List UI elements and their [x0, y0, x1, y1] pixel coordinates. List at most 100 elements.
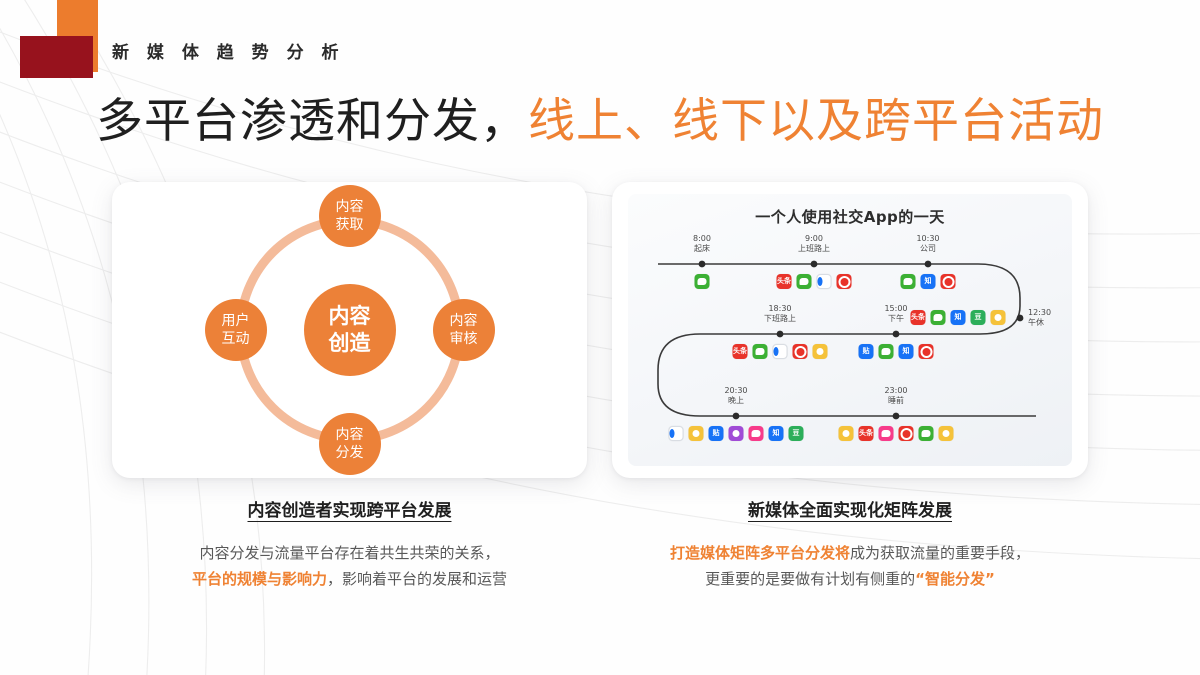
timeline-time-2: 10:30: [916, 234, 940, 243]
timeline-time-5: 18:30: [768, 304, 792, 313]
weibo-icon[interactable]: [990, 310, 1006, 325]
wechat-icon[interactable]: [796, 274, 812, 289]
timeline-activity-5: 下班路上: [764, 314, 796, 323]
douyin-icon[interactable]: [898, 426, 914, 441]
timeline-apps-0: [694, 274, 710, 289]
page-title-black: 多平台渗透和分发，: [96, 94, 528, 149]
zhihu-icon[interactable]: 知: [950, 310, 966, 325]
timeline-apps-3: 头条 知豆: [910, 310, 1006, 325]
bilibili-icon[interactable]: [668, 426, 684, 441]
weibo-icon[interactable]: [812, 344, 828, 359]
toutiao-icon[interactable]: 头条: [910, 310, 926, 325]
timeline-apps-7: 头条: [838, 426, 954, 441]
right-body-line2-plain: 更重要的是要做有计划有侧重的: [705, 570, 916, 588]
diagram-node-right[interactable]: 内容 审核: [432, 299, 495, 361]
infographic-title: 一个人使用社交App的一天: [755, 208, 945, 226]
diagram-node-top-line1: 内容: [335, 199, 364, 215]
netease-icon[interactable]: [838, 426, 854, 441]
kuaishou-icon[interactable]: [748, 426, 764, 441]
timeline-activity-7: 睡前: [888, 396, 904, 405]
weibo-icon[interactable]: [938, 426, 954, 441]
diagram-node-left[interactable]: 用户 互动: [204, 299, 267, 361]
tieba-icon[interactable]: 贴: [858, 344, 874, 359]
diagram-node-right-line1: 内容: [449, 313, 478, 329]
page-title-orange: 线上、线下以及跨平台活动: [528, 94, 1104, 149]
douyin-icon[interactable]: [836, 274, 852, 289]
douban-icon[interactable]: 豆: [788, 426, 804, 441]
right-body-line-2: 更重要的是要做有计划有侧重的“智能分发”: [592, 566, 1108, 592]
bilibili-icon[interactable]: [772, 344, 788, 359]
timeline-time-7: 23:00: [884, 386, 908, 395]
diagram-node-bottom-line1: 内容: [335, 427, 364, 443]
douyin-icon[interactable]: [792, 344, 808, 359]
netease-icon[interactable]: [688, 426, 704, 441]
wechat-icon[interactable]: [878, 344, 894, 359]
diagram-node-center-line2: 创造: [328, 331, 371, 355]
toutiao-icon[interactable]: 头条: [776, 274, 792, 289]
diagram-node-center[interactable]: 内容 创造: [303, 284, 396, 376]
right-body-line1-highlight: 打造媒体矩阵多平台分发将: [669, 544, 850, 562]
diagram-node-left-line1: 用户: [221, 313, 250, 329]
timeline-apps-2: 知: [900, 274, 956, 289]
diagram-node-bottom-line2: 分发: [335, 445, 364, 461]
timeline-apps-1: 头条: [776, 274, 852, 289]
left-body-line-2: 平台的规模与影响力，影响着平台的发展和运营: [92, 566, 607, 592]
right-body-line1-plain: 成为获取流量的重要手段，: [850, 544, 1031, 562]
page-title: 多平台渗透和分发，线上、线下以及跨平台活动: [0, 92, 1200, 152]
logo-red-block: [20, 36, 93, 78]
right-body-line2-highlight: “智能分发”: [915, 570, 995, 588]
zhihu-icon[interactable]: 知: [768, 426, 784, 441]
content-cycle-diagram: 内容 创造 内容 获取 内容 审核 内容 分发 用户 互动: [112, 182, 587, 478]
left-body-line2-plain: ，影响着平台的发展和运营: [327, 570, 508, 588]
timeline-activity-4: 下午: [888, 314, 904, 323]
left-card-caption: 内容创造者实现跨平台发展: [247, 501, 452, 521]
zhihu-icon[interactable]: 知: [898, 344, 914, 359]
timeline-activity-2: 公司: [920, 244, 936, 253]
timeline-time-1: 9:00: [805, 234, 823, 243]
zhihu-icon[interactable]: 知: [920, 274, 936, 289]
wechat-icon[interactable]: [918, 426, 934, 441]
douyin-icon[interactable]: [940, 274, 956, 289]
qq-icon[interactable]: [728, 426, 744, 441]
left-body-line1-plain: 内容分发与流量平台存在着共生共荣的关系，: [199, 544, 500, 562]
timeline-activity-1: 上班路上: [798, 244, 830, 253]
diagram-node-center-line1: 内容: [328, 304, 371, 328]
right-card-body: 打造媒体矩阵多平台分发将成为获取流量的重要手段， 更重要的是要做有计划有侧重的“…: [592, 540, 1108, 592]
diagram-node-top-line2: 获取: [335, 217, 364, 233]
wechat-icon[interactable]: [930, 310, 946, 325]
timeline-apps-6: 贴 知豆: [668, 426, 804, 441]
left-body-line-1: 内容分发与流量平台存在着共生共荣的关系，: [92, 540, 607, 566]
tieba-icon[interactable]: 贴: [708, 426, 724, 441]
right-body-line-1: 打造媒体矩阵多平台分发将成为获取流量的重要手段，: [592, 540, 1108, 566]
diagram-node-left-line2: 互动: [221, 331, 250, 347]
timeline-activity-6: 晚上: [728, 396, 744, 405]
wechat-icon[interactable]: [752, 344, 768, 359]
diagram-node-top[interactable]: 内容 获取: [318, 185, 381, 247]
wechat-icon[interactable]: [900, 274, 916, 289]
timeline-time-0: 8:00: [693, 234, 711, 243]
bilibili-icon[interactable]: [816, 274, 832, 289]
timeline-activity-0: 起床: [694, 244, 710, 253]
left-card-body: 内容分发与流量平台存在着共生共荣的关系， 平台的规模与影响力，影响着平台的发展和…: [92, 540, 607, 592]
toutiao-icon[interactable]: 头条: [858, 426, 874, 441]
diagram-node-right-line2: 审核: [449, 331, 478, 347]
timeline-time-3: 12:30: [1028, 308, 1052, 317]
toutiao-icon[interactable]: 头条: [732, 344, 748, 359]
timeline-path: [657, 260, 1036, 420]
douban-icon[interactable]: 豆: [970, 310, 986, 325]
douyin-icon[interactable]: [918, 344, 934, 359]
kuaishou-icon[interactable]: [878, 426, 894, 441]
diagram-node-bottom[interactable]: 内容 分发: [318, 413, 381, 475]
timeline-time-4: 15:00: [884, 304, 908, 313]
wechat-icon[interactable]: [694, 274, 710, 289]
kicker-text: 新 媒 体 趋 势 分 析: [112, 43, 345, 63]
timeline-activity-3: 午休: [1028, 318, 1044, 327]
